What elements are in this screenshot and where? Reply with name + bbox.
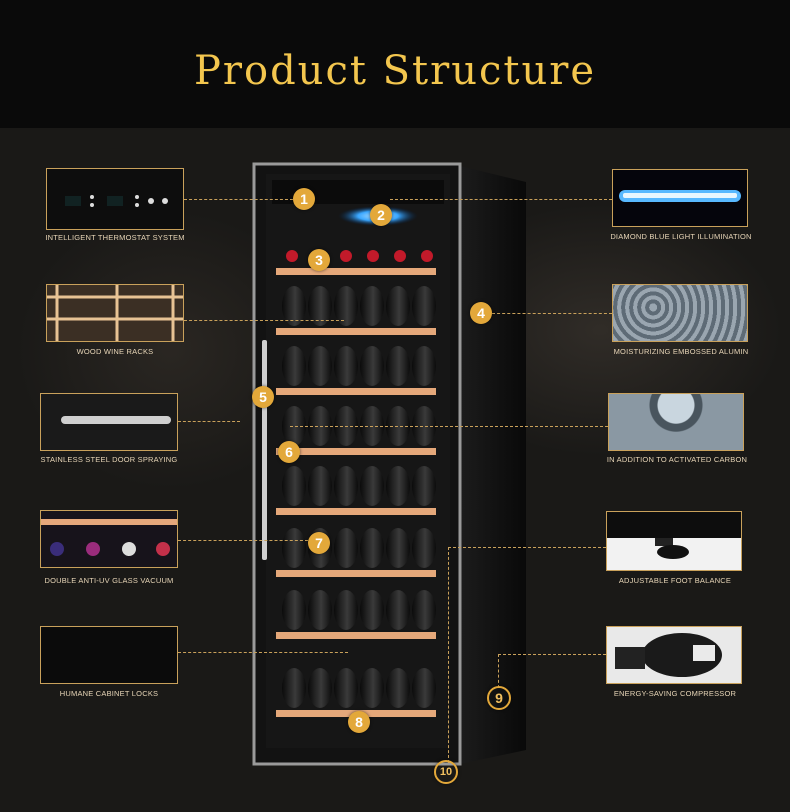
marker-9: 9 (487, 686, 511, 710)
leader-3 (184, 320, 344, 321)
wood-shelf (276, 328, 436, 335)
caption-foot: ADJUSTABLE FOOT BALANCE (618, 576, 732, 585)
door-handle-image (40, 393, 178, 451)
wine-bottle (282, 590, 306, 630)
wine-bottle (412, 286, 436, 326)
marker-1: 1 (293, 188, 315, 210)
wine-bottle (282, 346, 306, 386)
wine-bottle (308, 346, 332, 386)
caption-glass: DOUBLE ANTI-UV GLASS VACUUM (44, 576, 174, 585)
caption-aluminum: MOISTURIZING EMBOSSED ALUMIN (613, 347, 749, 356)
wood-shelf (276, 388, 436, 395)
wood-shelf (276, 268, 436, 275)
leader-4 (492, 313, 612, 314)
cabinet-lock-image (40, 626, 178, 684)
compressor-graphic (615, 633, 722, 677)
caption-blue-light: DIAMOND BLUE LIGHT ILLUMINATION (610, 232, 752, 241)
caption-wood-racks: WOOD WINE RACKS (76, 347, 154, 356)
wine-bottle (282, 466, 306, 506)
wine-bottle (386, 528, 410, 568)
leader-8 (448, 547, 606, 548)
bottle-cap (421, 250, 433, 262)
marker-6: 6 (278, 441, 300, 463)
wine-bottle (308, 590, 332, 630)
wine-bottle (412, 528, 436, 568)
marker-3: 3 (308, 249, 330, 271)
page-title: Product Structure (193, 48, 597, 94)
marker-4: 4 (470, 302, 492, 324)
wine-bottle (360, 286, 384, 326)
caption-lock: HUMANE CABINET LOCKS (59, 689, 159, 698)
wine-bottle (308, 668, 332, 708)
wine-bottle (308, 466, 332, 506)
wine-bottle (334, 346, 358, 386)
wine-bottle (282, 286, 306, 326)
wine-bottle (334, 668, 358, 708)
wood-racks-graphic (47, 285, 183, 341)
wine-cabinet-illustration (252, 162, 526, 766)
leader-8-vertical (448, 547, 449, 763)
bottle-cap (340, 250, 352, 262)
thermostat-display-graphic (65, 195, 168, 207)
wine-bottle (334, 466, 358, 506)
door-handle-graphic (61, 416, 171, 424)
marker-2: 2 (370, 204, 392, 226)
wine-bottle (412, 466, 436, 506)
wine-bottle (360, 528, 384, 568)
wine-bottle (412, 668, 436, 708)
wine-bottle (308, 286, 332, 326)
marker-7: 7 (308, 532, 330, 554)
wood-racks-image (46, 284, 184, 342)
foot-balance-image (606, 511, 742, 571)
wine-bottle (334, 590, 358, 630)
wine-bottle (282, 528, 306, 568)
embossed-aluminum-image (612, 284, 748, 342)
wine-bottle (386, 346, 410, 386)
marker-5: 5 (252, 386, 274, 408)
wine-bottle (334, 286, 358, 326)
wine-bottle (360, 590, 384, 630)
wine-bottle (334, 528, 358, 568)
compressor-image (606, 626, 742, 684)
caption-door: STAINLESS STEEL DOOR SPRAYING (40, 455, 178, 464)
wood-shelf (276, 570, 436, 577)
leader-7 (178, 540, 308, 541)
wine-bottle (412, 346, 436, 386)
blue-light-image (612, 169, 748, 227)
caption-compressor: ENERGY-SAVING COMPRESSOR (613, 689, 737, 698)
wine-bottle (386, 286, 410, 326)
caption-thermostat: INTELLIGENT THERMOSTAT SYSTEM (45, 233, 185, 242)
wine-bottle (386, 466, 410, 506)
wine-bottle (386, 590, 410, 630)
caption-carbon: IN ADDITION TO ACTIVATED CARBON (606, 455, 748, 464)
wine-bottle (282, 668, 306, 708)
wine-bottle (360, 346, 384, 386)
wood-shelf (276, 632, 436, 639)
leader-10 (498, 654, 606, 655)
bottle-cap (367, 250, 379, 262)
thermostat-panel-image (46, 168, 184, 230)
marker-8: 8 (348, 711, 370, 733)
blue-light-graphic (619, 190, 741, 202)
activated-carbon-image (608, 393, 744, 451)
leader-1 (184, 199, 293, 200)
wine-bottle (412, 590, 436, 630)
leader-9 (178, 652, 348, 653)
leader-6 (290, 426, 608, 427)
glass-vacuum-image (40, 510, 178, 568)
wine-bottle (360, 466, 384, 506)
wood-shelf (276, 508, 436, 515)
bottle-caps-graphic (41, 519, 177, 556)
leader-2 (390, 199, 612, 200)
wine-bottle (360, 668, 384, 708)
leader-10-vertical (498, 654, 499, 688)
marker-10: 10 (434, 760, 458, 784)
wine-bottle (386, 668, 410, 708)
bottle-cap (286, 250, 298, 262)
leader-5 (178, 421, 240, 422)
wood-shelf (276, 448, 436, 455)
bottle-cap (394, 250, 406, 262)
foot-balance-graphic (607, 512, 741, 559)
